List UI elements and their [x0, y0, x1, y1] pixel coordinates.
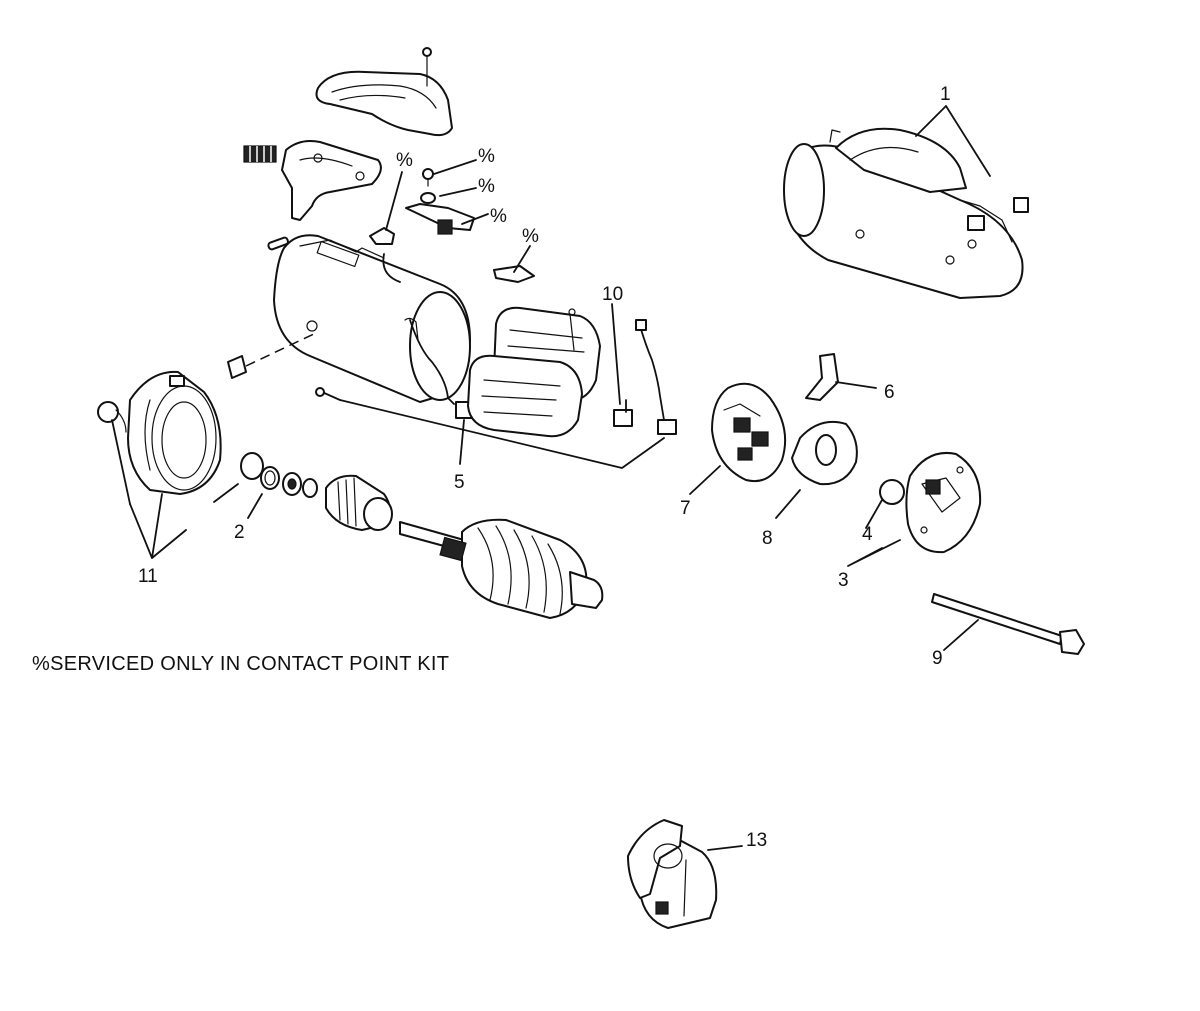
solenoid-switch — [627, 819, 718, 929]
shift-lever — [281, 140, 382, 221]
lead-arrow — [339, 399, 665, 469]
percent-mark: % — [396, 150, 413, 171]
callout-10: 10 — [602, 284, 623, 305]
service-note: %SERVICED ONLY IN CONTACT POINT KIT — [32, 653, 449, 675]
callout-4: 4 — [862, 524, 873, 545]
callout-13: 13 — [746, 830, 767, 851]
percent-mark: % — [478, 146, 495, 167]
field-coils — [467, 306, 601, 438]
bushing-plug — [227, 355, 247, 379]
callout-2: 2 — [234, 522, 245, 543]
callout-7: 7 — [680, 498, 691, 519]
plunger-spring — [243, 145, 277, 163]
contact-point-kit-parts — [369, 168, 535, 283]
assembly-axis-line — [245, 331, 319, 367]
drive-small-parts — [240, 452, 318, 498]
assembled-starter — [783, 127, 1029, 299]
callout-5: 5 — [454, 472, 465, 493]
drive-end-housing — [97, 370, 222, 495]
bushing — [879, 479, 905, 505]
percent-mark: % — [522, 226, 539, 247]
callout-1: 1 — [940, 84, 951, 105]
callout-9: 9 — [932, 648, 943, 669]
percent-mark: % — [478, 176, 495, 197]
commutator-end-gasket — [791, 420, 858, 486]
through-bolt — [931, 593, 1085, 655]
leader-lines — [111, 105, 991, 851]
callout-6: 6 — [884, 382, 895, 403]
callout-11: 11 — [138, 566, 158, 587]
brush-spring-clip — [805, 353, 839, 401]
callout-8: 8 — [762, 528, 773, 549]
callout-labels: 1 2 3 4 5 6 7 8 9 10 11 13 — [138, 84, 951, 851]
drive-pinion-assembly — [325, 474, 393, 531]
percent-mark: % — [490, 206, 507, 227]
field-frame-housing — [273, 234, 477, 419]
pivot-pin — [267, 236, 289, 251]
callout-3: 3 — [838, 570, 849, 591]
commutator-end-frame — [905, 452, 982, 554]
brush-leads — [613, 319, 677, 435]
solenoid-cover — [315, 47, 453, 137]
brush-holder-plate — [711, 382, 787, 482]
armature — [399, 518, 604, 619]
percent-marks: % % % % % — [396, 146, 539, 247]
